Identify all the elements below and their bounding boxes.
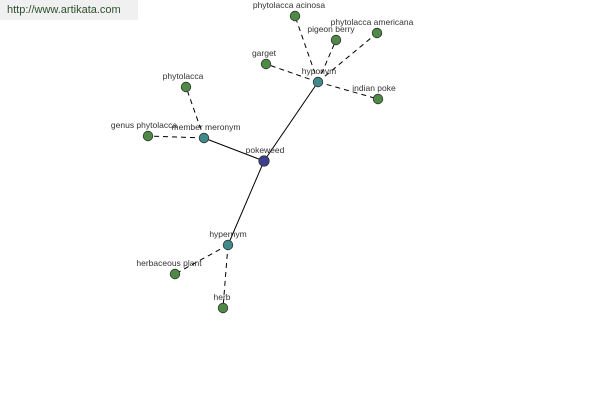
node-dot-pokeweed[interactable] [258,155,270,167]
node-garget[interactable]: garget [252,48,277,70]
node-pokeweed[interactable]: pokeweed [246,145,285,167]
nodes-layer: pokeweed hyponym member meronym hypernym phy… [111,0,414,314]
node-phytolacca[interactable]: phytolacca [163,71,204,93]
node-label-indian-poke: indian poke [352,83,396,93]
node-genus-phytolacca[interactable]: genus phytolacca [111,120,177,142]
node-dot-herbaceous-plant[interactable] [169,268,181,280]
node-herbaceous-plant[interactable]: herbaceous plant [136,258,202,280]
node-dot-phytolacca-americana[interactable] [371,27,383,39]
node-pigeon-berry[interactable]: pigeon berry [307,24,355,46]
node-label-hyponym: hyponym [302,66,337,76]
node-dot-member-meronym[interactable] [198,132,210,144]
node-dot-phytolacca[interactable] [180,81,192,93]
node-label-herbaceous-plant: herbaceous plant [136,258,202,268]
node-label-phytolacca: phytolacca [163,71,204,81]
edge-hyponym-to-phytolacca-americana [317,32,378,83]
node-label-hypernym: hypernym [209,229,246,239]
edge-hypernym-to-herb [222,244,229,309]
node-dot-indian-poke[interactable] [372,93,384,105]
edges-layer [147,15,379,309]
edge-pokeweed-to-hyponym [263,81,319,162]
edge-pokeweed-to-hypernym [227,160,265,246]
node-label-genus-phytolacca: genus phytolacca [111,120,177,130]
edge-member-meronym-to-phytolacca [185,86,205,139]
node-dot-hypernym[interactable] [222,239,234,251]
node-dot-phytolacca-acinosa[interactable] [289,10,301,22]
node-phytolacca-americana[interactable]: phytolacca americana [331,17,414,39]
node-dot-genus-phytolacca[interactable] [142,130,154,142]
node-indian-poke[interactable]: indian poke [352,83,396,105]
node-label-pigeon-berry: pigeon berry [307,24,355,34]
edge-hyponym-to-indian-poke [317,81,379,100]
node-herb[interactable]: herb [213,292,231,314]
node-phytolacca-acinosa[interactable]: phytolacca acinosa [253,0,326,22]
node-label-member-meronym: member meronym [172,122,241,132]
edge-hyponym-to-garget [265,63,319,83]
node-label-pokeweed: pokeweed [246,145,285,155]
node-dot-garget[interactable] [260,58,272,70]
node-label-phytolacca-acinosa: phytolacca acinosa [253,0,326,10]
edge-member-meronym-to-genus-phytolacca [147,135,205,139]
node-dot-hyponym[interactable] [312,76,324,88]
source-link[interactable]: http://www.artikata.com [0,0,138,20]
edge-hyponym-to-pigeon-berry [317,39,337,83]
node-label-garget: garget [252,48,277,58]
edge-hyponym-to-phytolacca-acinosa [294,15,319,83]
node-dot-herb[interactable] [217,302,229,314]
node-hypernym[interactable]: hypernym [209,229,247,251]
edge-hypernym-to-herbaceous-plant [174,244,229,275]
node-dot-pigeon-berry[interactable] [330,34,342,46]
node-label-phytolacca-americana: phytolacca americana [331,17,414,27]
node-hyponym[interactable]: hyponym [302,66,337,88]
edge-pokeweed-to-member-meronym [203,137,265,162]
node-label-herb: herb [213,292,230,302]
node-member-meronym[interactable]: member meronym [172,122,241,144]
